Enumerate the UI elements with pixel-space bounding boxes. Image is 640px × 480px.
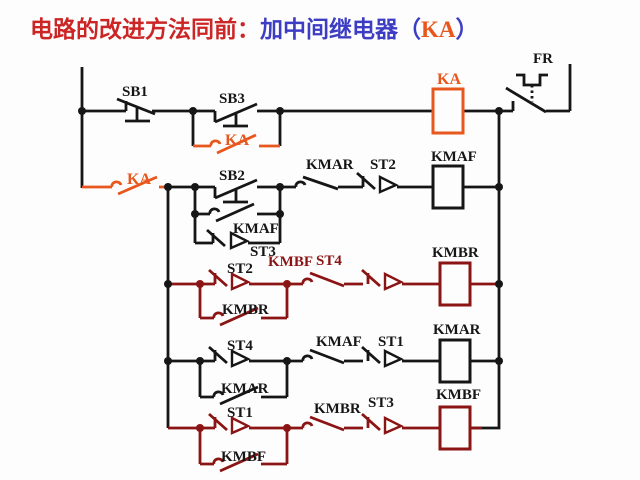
page-title: 电路的改进方法同前：加中间继电器（KA） [30, 10, 479, 44]
st1-limit-contact-row5: ST1 [208, 405, 253, 435]
st1-row5-label: ST1 [227, 405, 253, 421]
kmar-no-contact-branch: KMAR [198, 361, 289, 406]
kmaf-no-contact-branch: KMAF [193, 187, 282, 237]
sb3-label: SB3 [219, 91, 245, 107]
st3-row5-label: ST3 [368, 395, 394, 411]
kmbr-coil: KMBR [432, 245, 479, 307]
kmbr-branch-label: KMBR [222, 302, 269, 318]
st2-limit-contact-row3: ST2 [208, 261, 253, 291]
kmbf-branch-label: KMBF [221, 449, 266, 465]
ka-coil-label: KA [437, 71, 461, 88]
rung-2: KA SB2 KMAF ST3 KMAR ST2 [82, 149, 499, 260]
kmaf-branch-label: KMAF [233, 221, 279, 237]
kmar-coil: KMAR [433, 322, 481, 384]
kmar-row2-label: KMAR [306, 157, 354, 173]
rung-3: ST2 KMBR KMBF ST4 KMBR [168, 245, 499, 327]
sb1-label: SB1 [122, 84, 148, 100]
kmar-nc-contact-row2: KMAR [294, 157, 354, 191]
title-blue-part: 加中间继电器（ [260, 17, 421, 42]
kmaf-coil: KMAF [431, 149, 477, 210]
ka-branch-label: KA [225, 132, 249, 149]
rung-5: ST1 KMBF KMBR ST3 KMBF [168, 387, 482, 473]
sb3-no-pushbutton: SB3 [213, 91, 258, 128]
kmbf-row3-label: KMBF [268, 254, 313, 270]
ka-no-contact-row2: KA [82, 171, 168, 196]
sb2-no-pushbutton: SB2 [213, 168, 258, 204]
sb1-nc-pushbutton: SB1 [116, 84, 156, 123]
kmbf-no-contact-branch: KMBF [198, 428, 289, 473]
st3-limit-contact-branch: ST3 [193, 214, 282, 260]
kmbf-coil-label: KMBF [436, 387, 481, 403]
kmbr-coil-label: KMBR [432, 245, 479, 261]
st4-row3-label: ST4 [316, 253, 342, 269]
kmar-branch-label: KMAR [221, 381, 269, 397]
ka-row2-label: KA [127, 171, 151, 188]
kmaf-row4-label: KMAF [316, 334, 362, 350]
ka-coil: KA [431, 71, 465, 135]
title-close-paren: ） [455, 17, 479, 42]
st4-limit-contact-row4: ST4 [208, 338, 253, 368]
rung-4: ST4 KMAR KMAF ST1 KMAR [168, 322, 499, 406]
kmaf-coil-label: KMAF [431, 149, 477, 165]
st4-limit-contact-row3: ST4 [316, 253, 404, 291]
kmbf-coil: KMBF [436, 387, 481, 451]
kmbr-row5-label: KMBR [314, 401, 361, 417]
fr-label: FR [533, 51, 553, 67]
junction-dots [78, 107, 503, 432]
kmaf-nc-contact-row4: KMAF [301, 334, 362, 365]
sb2-label: SB2 [219, 168, 245, 184]
st1-limit-contact-row4: ST1 [361, 334, 404, 368]
ka-no-contact-branch-row1: KA [191, 111, 282, 155]
kmar-coil-label: KMAR [433, 322, 481, 338]
kmbr-nc-contact-row5: KMBR [301, 401, 361, 432]
st2-limit-contact-row2: ST2 [356, 157, 399, 194]
title-red-part: 电路的改进方法同前： [30, 17, 260, 42]
fr-thermal-contact: FR [505, 51, 572, 114]
st4-row4-label: ST4 [227, 338, 253, 354]
st3-branch-label: ST3 [250, 244, 276, 260]
st2-row3-label: ST2 [227, 261, 253, 277]
rung-1: SB1 SB3 KA KA FR [82, 51, 572, 155]
st3-limit-contact-row5: ST3 [361, 395, 404, 435]
kmbr-no-contact-branch: KMBR [198, 284, 289, 327]
st2-row2-label: ST2 [370, 157, 396, 173]
title-ka-highlight: KA [421, 17, 456, 42]
kmbf-nc-contact-row3: KMBF [268, 254, 345, 288]
st1-row4-label: ST1 [378, 334, 404, 350]
